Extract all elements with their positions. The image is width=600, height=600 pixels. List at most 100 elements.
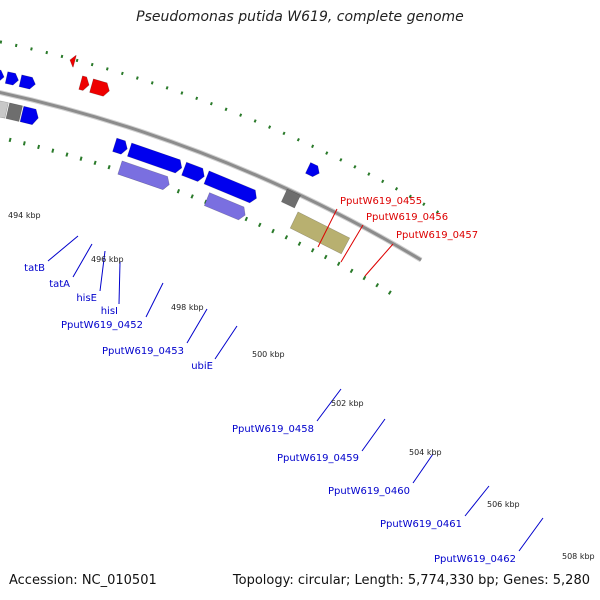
gene-arrow [203, 192, 246, 221]
gene-arrow [181, 161, 205, 182]
gene-label: PputW619_0458 [232, 424, 314, 435]
tick-mark [311, 144, 315, 149]
leader-line [99, 250, 106, 292]
tick-mark [120, 71, 124, 76]
genome-summary: Topology: circular; Length: 5,774,330 bp… [232, 573, 590, 588]
tick-mark [165, 86, 169, 90]
tick-mark [37, 144, 41, 150]
tick-mark [0, 40, 3, 44]
gene-arrow [112, 137, 128, 155]
leader-line [464, 485, 490, 517]
gene-label-red: PputW619_0455 [340, 196, 422, 207]
tick-mark [90, 62, 94, 67]
gene-arrow-red [78, 75, 90, 91]
tick-mark [244, 216, 249, 222]
gene-block [5, 102, 23, 122]
gene-label: hisE [76, 293, 97, 304]
gene-label: tatA [49, 279, 70, 290]
tick-marks [0, 40, 440, 295]
gene-label: PputW619_0461 [380, 519, 462, 530]
tick-mark [394, 187, 399, 191]
ruler-label: 506 kbp [487, 500, 520, 509]
tick-mark [387, 290, 392, 295]
tick-mark [381, 179, 385, 184]
leader-line [118, 261, 121, 305]
tick-mark [435, 210, 440, 214]
gene-block [281, 188, 301, 209]
label-leader-lines [47, 208, 544, 552]
backbone-shadow [0, 90, 423, 263]
ruler-label: 508 kbp [562, 552, 595, 561]
leader-line [145, 282, 164, 318]
gene-arrow-red [89, 78, 110, 97]
tick-mark [268, 125, 272, 129]
leader-line [47, 235, 79, 262]
tick-mark [297, 241, 302, 246]
tick-mark [8, 137, 12, 143]
leader-line [186, 308, 208, 344]
feature-labels: 494 kbp 496 kbp 498 kbp 500 kbp 502 kbp 504 k… [8, 196, 595, 565]
leader-line [364, 243, 394, 277]
ruler-label: 494 kbp [8, 211, 41, 220]
tick-mark [325, 151, 329, 155]
ruler-label: 502 kbp [331, 399, 364, 408]
tick-mark [271, 228, 275, 234]
tick-mark [224, 107, 228, 112]
gene-arrow [19, 105, 39, 126]
gene-arrow [4, 71, 19, 86]
ruler-label: 500 kbp [252, 350, 285, 359]
tick-mark [45, 50, 49, 55]
tick-mark [75, 58, 79, 63]
leader-line [340, 224, 364, 263]
gene-arrow [203, 170, 257, 204]
tick-mark [30, 47, 33, 51]
tick-mark [107, 164, 111, 170]
tick-mark [150, 81, 154, 85]
leader-line [412, 453, 434, 484]
tick-mark [375, 282, 380, 288]
leader-line [518, 517, 544, 552]
gene-arrow [127, 142, 183, 174]
leader-line [316, 388, 342, 422]
ruler-label: 504 kbp [409, 448, 442, 457]
tick-mark [93, 160, 97, 166]
gene-block [0, 100, 9, 119]
gene-label: hisI [101, 306, 118, 317]
tick-mark [284, 235, 289, 240]
tick-mark [190, 194, 194, 199]
ruler-label: 496 kbp [91, 255, 124, 264]
tick-mark [180, 91, 184, 95]
tick-mark [22, 141, 26, 146]
tick-mark [362, 275, 367, 281]
leader-line [72, 243, 93, 278]
tick-mark [65, 152, 69, 157]
tick-mark [51, 148, 55, 153]
tick-mark [353, 165, 357, 169]
tick-mark [323, 254, 328, 260]
gene-label: tatB [24, 263, 45, 274]
gene-label: PputW619_0452 [61, 320, 143, 331]
gene-block [289, 211, 351, 255]
tick-mark [209, 101, 213, 106]
leader-line [361, 418, 386, 452]
tick-mark [349, 268, 354, 274]
tick-mark [253, 119, 257, 123]
leader-line [214, 325, 238, 360]
map-title: Pseudomonas putida W619, complete genome [136, 9, 464, 25]
gene-arrow [117, 160, 170, 191]
tick-mark [282, 131, 286, 136]
ruler-label: 498 kbp [171, 303, 204, 312]
tick-mark [310, 248, 315, 253]
gene-label: PputW619_0460 [328, 486, 410, 497]
gene-label: ubiE [191, 361, 213, 372]
gene-arrow [18, 74, 36, 90]
tick-mark [135, 76, 139, 80]
gene-label-red: PputW619_0457 [396, 230, 478, 241]
tick-mark [79, 156, 83, 161]
tick-mark [336, 261, 341, 267]
gene-arrow-red [69, 55, 77, 68]
tick-mark [176, 188, 181, 194]
tick-mark [408, 194, 412, 199]
gene-label-red: PputW619_0456 [366, 212, 448, 223]
